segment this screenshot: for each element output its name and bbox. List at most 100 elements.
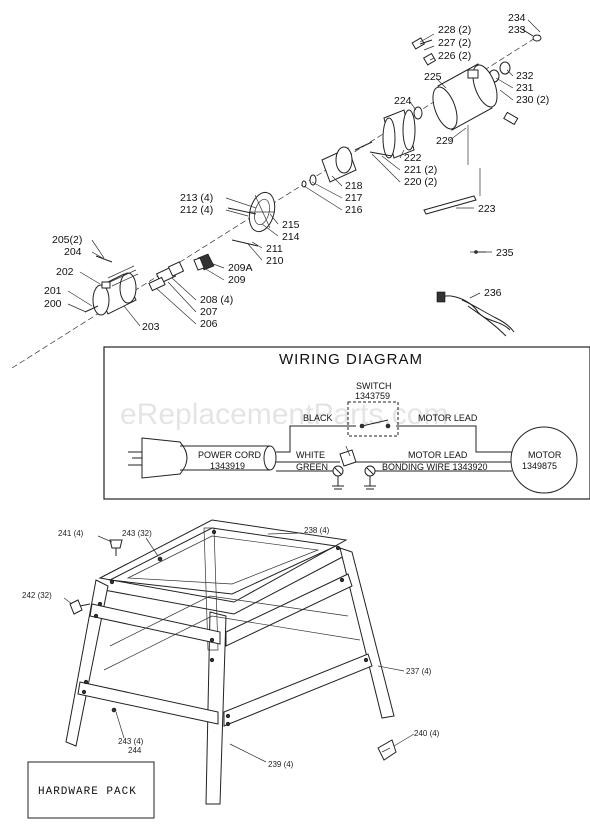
motor-assembly: 228 (2) 227 (2) 226 (2) 234 233 232 231 … [11,12,549,369]
label-white: WHITE [296,450,325,460]
part-230-plug [503,111,519,126]
stand-leg-front-left [65,579,109,747]
ground-screw-icon [332,465,344,490]
label-part-240: 240 (4) [414,729,440,738]
label-part-206: 206 [200,318,218,330]
label-part-235: 235 [496,247,514,259]
label-part-212: 212 (4) [180,204,213,216]
label-part-228: 228 (2) [438,24,471,36]
part-242-bolt [69,599,91,615]
part-203-motor-housing [92,265,139,316]
label-green: GREEN [296,462,328,472]
label-part-238: 238 (4) [304,526,330,535]
part-233-screw [519,27,542,42]
power-plug-icon [128,437,188,479]
label-part-201: 201 [44,285,62,297]
stand-leader-lines [63,532,415,763]
stand-brace-upper-left [89,603,221,645]
label-part-231: 231 [516,82,534,94]
label-part-243-bottom: 243 (4) [118,737,144,746]
label-part-237: 237 (4) [406,667,432,676]
wiring-diagram-title: WIRING DIAGRAM [279,351,423,368]
part-223-rod [423,125,481,215]
label-part-232: 232 [516,70,534,82]
part-226-brush-cap [411,37,437,66]
hardware-pack-box [27,761,155,819]
part-240-foot [377,739,397,761]
label-part-241: 241 (4) [58,529,84,538]
label-switch-part: 1343759 [355,391,390,401]
label-part-216: 216 [345,204,363,216]
part-236-cord [436,291,515,337]
label-part-239: 239 (4) [268,760,294,769]
wire-black [276,425,356,453]
label-part-202: 202 [56,266,74,278]
label-motor-part: 1349875 [522,461,557,471]
ground-screw-icon [364,465,376,490]
part-221-screw [369,151,393,157]
label-part-224: 224 [394,95,412,107]
label-part-226: 226 (2) [438,50,471,62]
label-motor-lead-top: MOTOR LEAD [418,413,478,423]
label-part-243-top: 243 (32) [122,529,152,538]
label-part-211: 211 [266,243,283,255]
wire-motor-lead-top [396,425,512,453]
stand-brace-upper-right [225,573,353,647]
label-part-204: 204 [64,246,82,258]
label-switch: SWITCH [356,381,392,391]
leader-lines [67,19,541,327]
part-243-nut [157,556,163,562]
label-part-222: 222 [404,152,422,164]
wiring-diagram-frame [103,346,590,500]
part-215-fan-plate [248,191,276,233]
label-part-234: 234 [508,12,526,24]
label-hardware-pack: HARDWARE PACK [38,786,137,798]
wiring-diagram: WIRING DIAGRAM POWER CORD 1343919 BLACK … [103,346,590,500]
label-part-209: 209 [228,274,246,286]
label-part-218: 218 [345,180,363,192]
label-part-244: 244 [128,746,142,755]
label-part-217: 217 [345,192,363,204]
part-213-screw [227,207,257,215]
label-part-233: 233 [508,24,526,36]
stand-top-frame [98,519,348,603]
part-208-brushes [148,261,185,292]
watermark: eReplacementParts.com [120,398,448,431]
label-part-242: 242 (32) [22,591,52,600]
label-black: BLACK [303,413,333,423]
label-part-215: 215 [282,219,300,231]
label-part-221: 221 (2) [404,164,437,176]
label-part-229: 229 [436,135,454,147]
label-part-230: 230 (2) [516,94,549,106]
label-part-205: 205(2) [52,234,82,246]
label-bonding-wire: BONDING WIRE 1343920 [382,462,488,472]
part-225-end-housing [432,63,498,131]
label-power-cord-part: 1343919 [210,461,245,471]
part-211-rod [231,239,259,247]
stand-brace-lower-right [223,653,373,727]
part-241-bolt [109,539,123,556]
label-part-236: 236 [484,287,502,299]
label-part-210: 210 [266,255,284,267]
part-200-screw [84,305,99,313]
stand-bolts [81,529,369,727]
motor-symbol [510,426,578,494]
label-part-213: 213 (4) [180,192,213,204]
label-motor: MOTOR [528,450,562,460]
label-part-225: 225 [424,71,442,83]
label-part-220: 220 (2) [404,176,437,188]
power-cord-cylinder [180,445,277,471]
part-243-foot-nut [111,707,117,713]
label-part-208: 208 (4) [200,294,233,306]
part-222-field-coil [382,109,416,159]
stand-assembly: 241 (4) 243 (32) 238 (4) 242 (32) 237 (4… [22,519,440,819]
label-part-214: 214 [282,231,300,243]
label-part-203: 203 [142,321,160,333]
label-part-209a: 209A [228,262,253,274]
stand-brace-lower-left [77,681,219,725]
part-216-armature [301,141,373,188]
label-power-cord: POWER CORD [198,450,262,460]
switch-icon [347,401,399,437]
part-209-clamp [193,253,215,271]
